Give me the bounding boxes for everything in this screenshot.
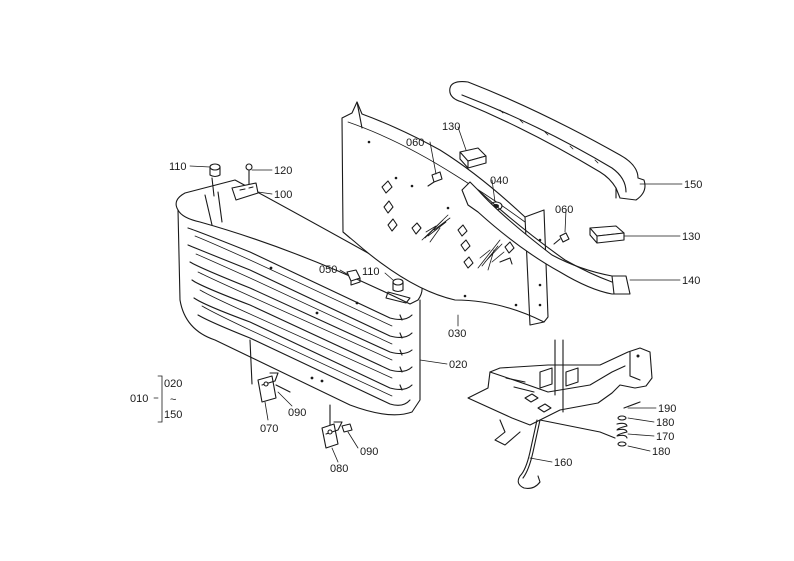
group-range-end: 150: [164, 409, 182, 421]
callout-090-right: 090: [360, 446, 378, 458]
group-range-tilde: ~: [170, 394, 176, 406]
callout-110-upper: 110: [169, 161, 187, 173]
callout-190: 190: [658, 403, 676, 415]
callout-120: 120: [274, 165, 292, 177]
spacer-block-130-top: [459, 147, 487, 169]
bolt-060-right: [553, 232, 570, 245]
spring-stack: [616, 401, 641, 447]
callout-180-lower: 180: [652, 446, 670, 458]
bolt-060-top: [427, 171, 443, 187]
callout-160: 160: [554, 457, 572, 469]
callout-labels: 110 120 100 060 130 040 150 060 130 140 …: [130, 121, 702, 475]
guard-bar-140: [461, 181, 631, 295]
nut-110-lower: [385, 278, 411, 304]
callout-150: 150: [684, 179, 702, 191]
callout-010: 010: [130, 393, 148, 405]
callout-180-upper: 180: [656, 417, 674, 429]
front-grille: [175, 179, 423, 416]
mounting-frame: [467, 339, 653, 446]
callout-030: 030: [448, 328, 466, 340]
callout-140: 140: [682, 275, 700, 287]
callout-100: 100: [274, 189, 292, 201]
guard-bar-150: [449, 81, 646, 201]
callout-050: 050: [319, 264, 337, 276]
callout-170: 170: [656, 431, 674, 443]
top-bracket: [209, 163, 259, 201]
callout-130-right: 130: [682, 231, 700, 243]
callout-060-right: 060: [555, 204, 573, 216]
spacer-block-130-right: [589, 225, 625, 244]
callout-130-upper: 130: [442, 121, 460, 133]
callout-060-upper: 060: [406, 137, 424, 149]
callout-090-left: 090: [288, 407, 306, 419]
callout-020: 020: [449, 359, 467, 371]
bracket-070: [249, 339, 331, 429]
hook-160: [517, 419, 541, 489]
callout-070: 070: [260, 423, 278, 435]
center-panel: [341, 101, 549, 326]
leader-lines: [153, 126, 683, 463]
group-range-start: 020: [164, 378, 182, 390]
bracket-080: [321, 421, 353, 449]
clip-050: [346, 269, 361, 286]
callout-040: 040: [490, 175, 508, 187]
callout-110-lower: 110: [362, 266, 380, 278]
callout-080: 080: [330, 463, 348, 475]
